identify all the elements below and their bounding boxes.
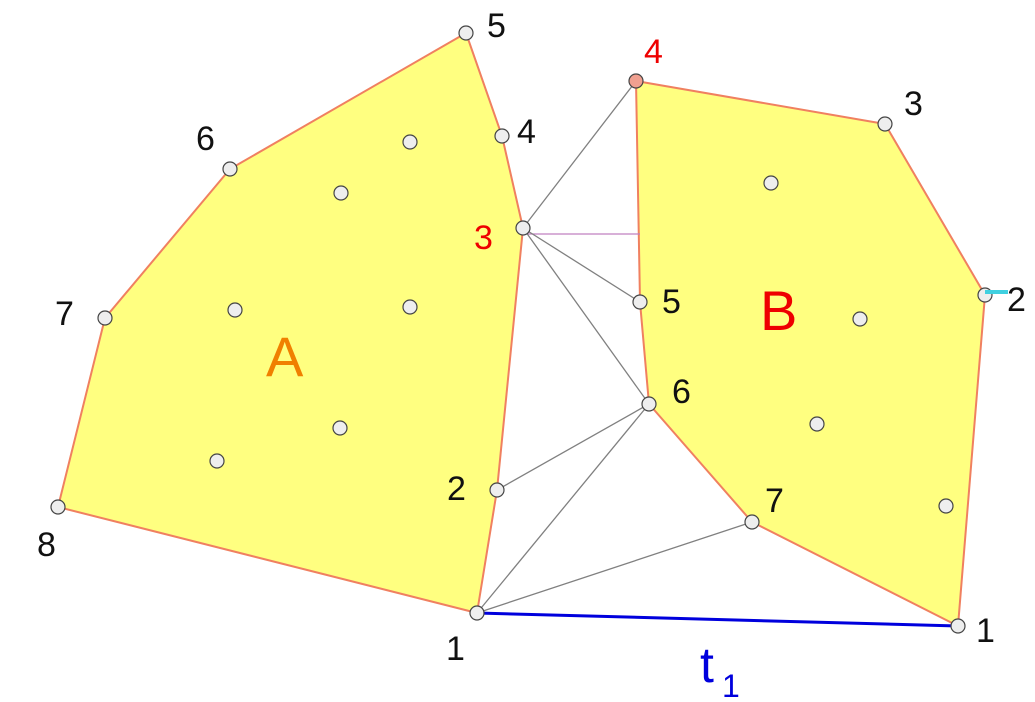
interior-point <box>332 420 348 436</box>
label-b5: 5 <box>662 283 681 321</box>
bridge-segments <box>476 80 753 614</box>
interior-point <box>402 134 418 150</box>
label-b4: 4 <box>644 33 663 71</box>
bridge-a3-b5 <box>522 227 641 303</box>
interior-points-a <box>209 134 418 469</box>
label-a5: 5 <box>487 7 506 45</box>
vertex-b3 <box>877 116 893 132</box>
vertex-a5 <box>458 25 474 41</box>
label-a8: 8 <box>37 526 56 564</box>
vertex-b1 <box>950 618 966 634</box>
label-a2: 2 <box>447 470 466 508</box>
interior-point <box>209 453 225 469</box>
interior-point <box>809 416 825 432</box>
vertex-b5 <box>632 294 648 310</box>
label-b7: 7 <box>765 482 784 520</box>
label-a4: 4 <box>517 113 536 151</box>
bridge-a3-b6 <box>522 227 650 405</box>
bridge-a2-b6 <box>496 403 650 491</box>
labels-a: 1 2 3 4 5 6 7 8 <box>37 7 536 668</box>
label-a6: 6 <box>196 120 215 158</box>
vertex-a6 <box>222 161 238 177</box>
label-a1: 1 <box>446 630 465 668</box>
label-b2: 2 <box>1007 281 1026 319</box>
interior-point <box>402 299 418 315</box>
vertex-a3 <box>515 220 531 236</box>
polygon-a-name: A <box>266 325 304 388</box>
label-a3: 3 <box>474 219 493 257</box>
interior-point <box>763 175 779 191</box>
interior-point <box>852 311 868 327</box>
polygon-b <box>635 80 986 627</box>
interior-point <box>333 185 349 201</box>
vertex-b6 <box>641 396 657 412</box>
polygon-b-name: B <box>760 279 797 342</box>
vertex-b4 <box>628 73 644 89</box>
label-b1: 1 <box>976 612 995 650</box>
vertices-a <box>50 25 531 621</box>
bridge-a1-b7 <box>476 521 753 614</box>
interior-point <box>938 498 954 514</box>
bridge-a1-b6 <box>476 403 650 614</box>
label-b6: 6 <box>672 373 691 411</box>
label-a7: 7 <box>55 295 74 333</box>
label-b3: 3 <box>904 85 923 123</box>
vertex-a8 <box>50 499 66 515</box>
tangent-subscript: 1 <box>722 668 740 702</box>
labels-b: 1 2 3 4 5 6 7 <box>644 33 1026 650</box>
polygon-a <box>57 32 524 614</box>
tangent-label: t <box>700 637 714 693</box>
vertex-a2 <box>489 482 505 498</box>
bridge-a3-b4 <box>522 80 637 229</box>
interior-points-b <box>763 175 954 514</box>
tangent-line <box>476 611 959 628</box>
vertex-a4 <box>494 128 510 144</box>
vertex-a1 <box>469 605 485 621</box>
vertex-a7 <box>97 310 113 326</box>
interior-point <box>227 302 243 318</box>
vertex-b7 <box>744 514 760 530</box>
